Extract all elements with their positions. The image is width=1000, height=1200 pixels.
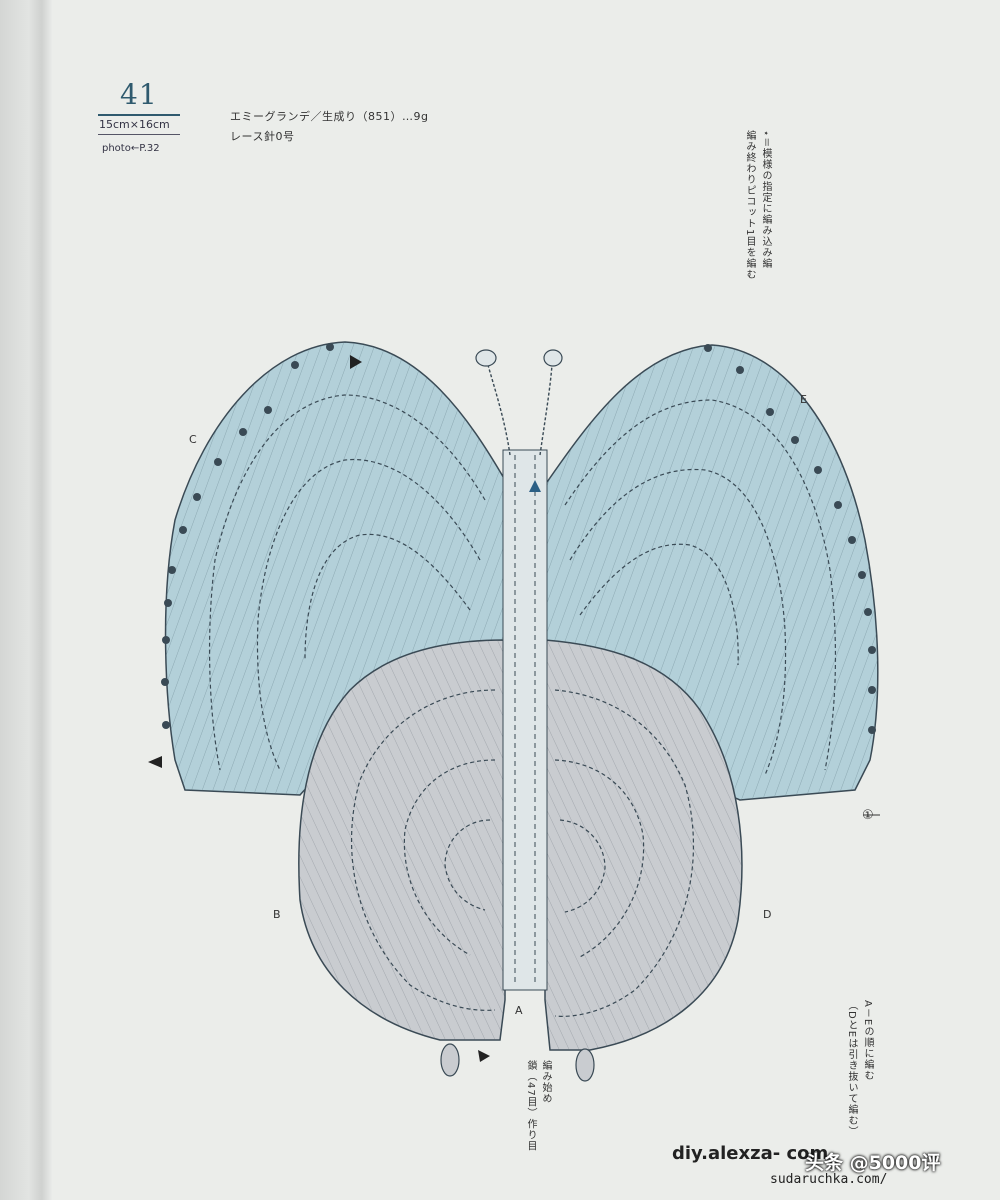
part-label-b: B: [273, 908, 281, 921]
lower-left-wing: [298, 639, 506, 1041]
watermark-account: 头条 @5000评: [805, 1152, 941, 1174]
note-top-right-line1: ⋆＝模様の指定に編み込み編: [760, 130, 771, 270]
note-bottom-right-line1: A－Eの順に編む: [862, 1000, 873, 1082]
header-rule: [98, 114, 180, 116]
finished-size: 15cm×16cm: [99, 118, 170, 131]
note-bottom-center-line2: 鎖（47目）作り目: [525, 1060, 536, 1152]
material-yarn: エミーグランデ／生成り（851）…9g: [230, 110, 429, 123]
part-label-d: D: [763, 908, 772, 921]
photo-reference: photo←P.32: [102, 143, 160, 154]
butterfly-body: [502, 449, 548, 991]
note-bottom-right-line2: （DとEは引き抜いて編む）: [846, 1000, 857, 1138]
wing-tails: [440, 1043, 595, 1082]
note-top-right-line2: 編み終わりピコット1目を編む: [744, 130, 755, 281]
note-bottom-center-line1: 編み始め: [540, 1060, 551, 1104]
part-label-e: E: [800, 393, 807, 406]
marker-body-top: [529, 480, 541, 492]
marker-tail-left: [478, 1050, 490, 1062]
marker-top-left: [350, 355, 362, 369]
book-gutter: [0, 0, 52, 1200]
watermark-url: sudaruchka.com/: [770, 1172, 888, 1187]
antennae: [475, 349, 563, 456]
picot-dots: [161, 343, 876, 734]
material-hook: レース針0号: [230, 130, 295, 143]
page-number: 41: [120, 78, 158, 111]
part-label-c: C: [189, 433, 197, 446]
header-rule-thin: [98, 134, 180, 135]
start-mark-right: ①: [862, 808, 874, 823]
part-label-a: A: [515, 1004, 523, 1017]
watermark-site: diy.alexza- com: [672, 1143, 829, 1164]
start-marker-left: [148, 756, 162, 768]
lower-right-wing: [544, 639, 743, 1051]
